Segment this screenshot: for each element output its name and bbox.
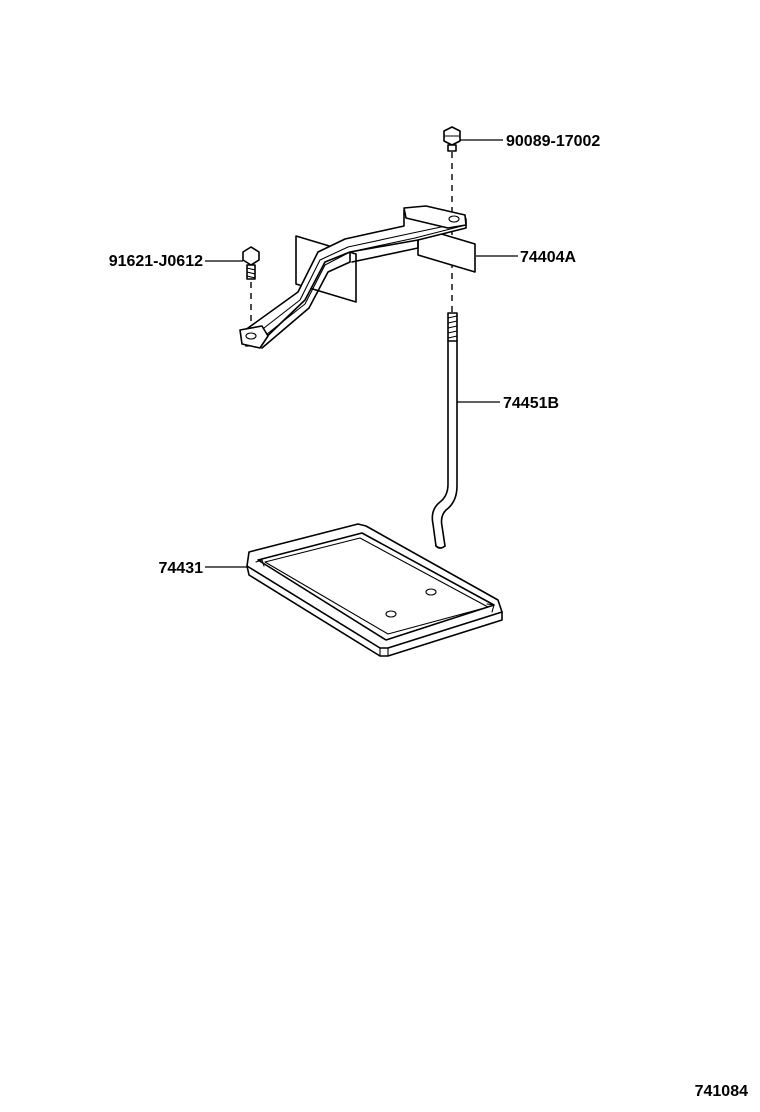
figure-number: 741084 [695,1083,748,1100]
rod [431,312,458,549]
bolt-top [443,126,461,152]
battery-tray [246,523,503,657]
label-bolt-top: 90089-17002 [506,133,600,150]
label-tray: 74431 [159,560,204,577]
label-bolt-left: 91621-J0612 [109,253,203,270]
bolt-left [242,246,260,280]
label-rod: 74451B [503,395,559,412]
label-clamp: 74404A [520,249,576,266]
clamp-bracket [239,205,476,349]
